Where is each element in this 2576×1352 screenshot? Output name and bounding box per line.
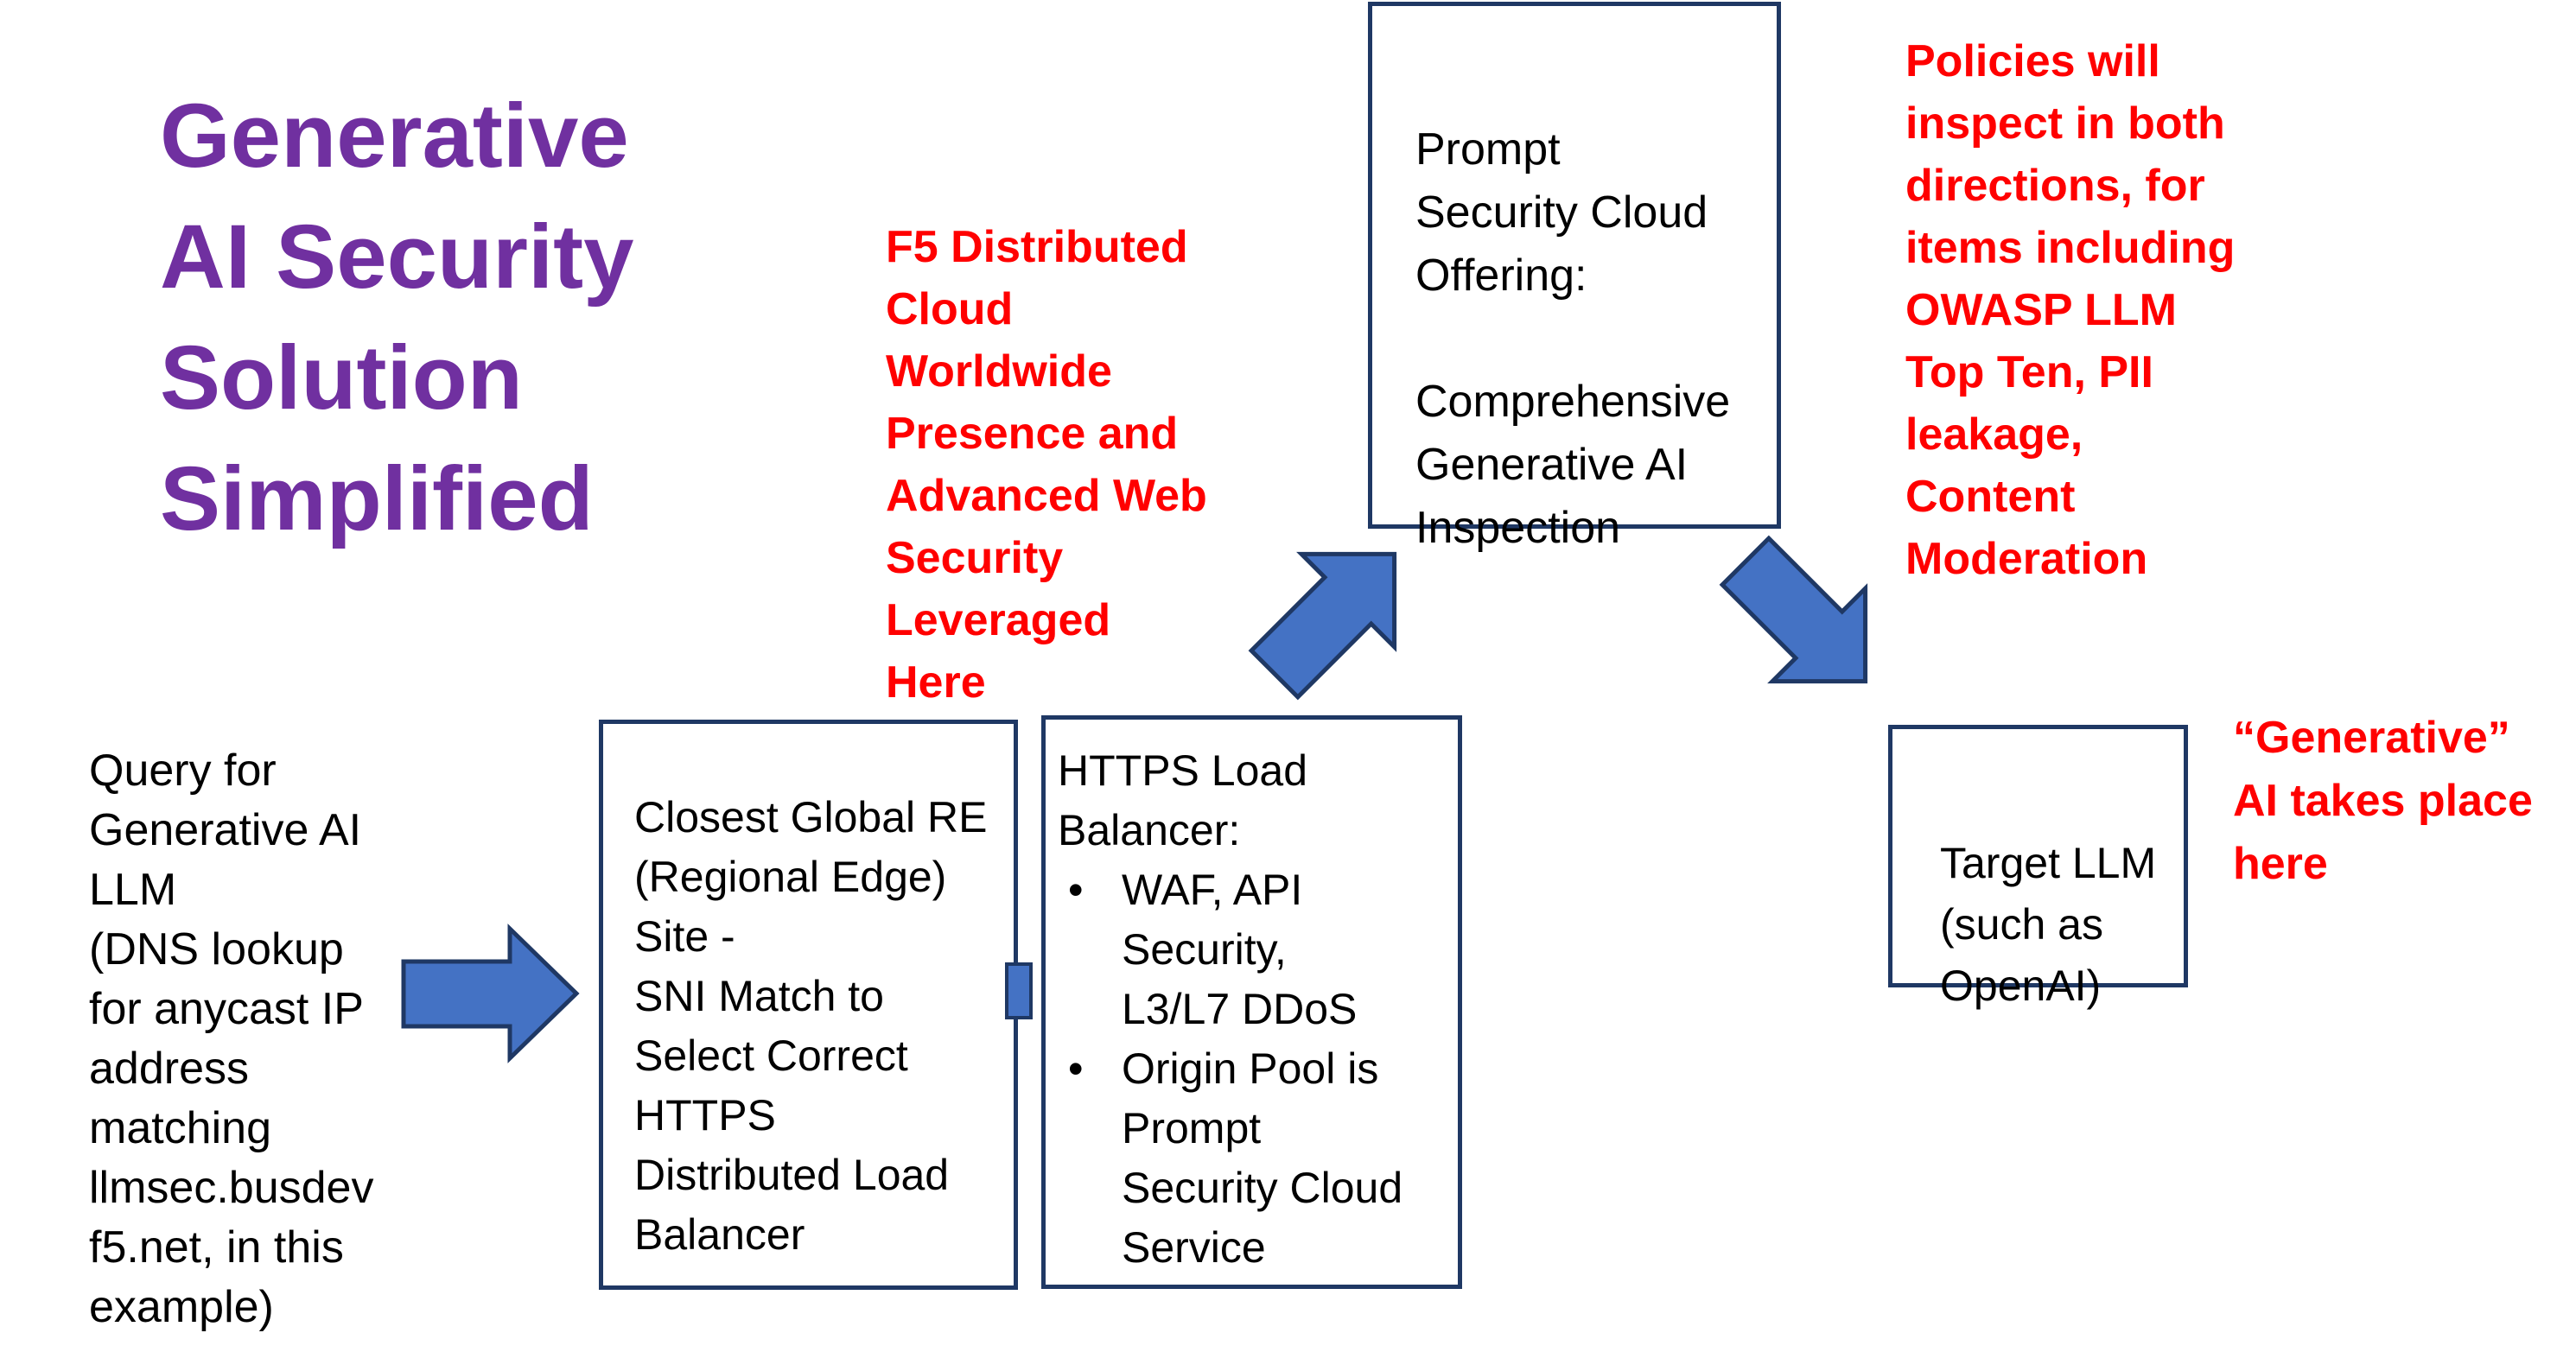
box-prompt-security-text: Prompt Security Cloud Offering: Comprehe…: [1415, 124, 1731, 553]
note-generative-takes-place-here: “Generative” AI takes place here: [2233, 713, 2533, 889]
https-lb-bullet-item: • Origin Pool is Prompt Security Cloud S…: [1058, 1039, 1449, 1278]
arrow-down-right-icon: [1719, 535, 1868, 684]
box-prompt-security-cloud: Prompt Security Cloud Offering: Comprehe…: [1368, 2, 1781, 553]
https-lb-heading: HTTPS Load Balancer:: [1058, 746, 1308, 854]
note-f5-distributed-cloud: F5 Distributed Cloud Worldwide Presence …: [886, 222, 1207, 708]
https-lb-bullet-list: • WAF, API Security, L3/L7 DDoS • Origin…: [1058, 860, 1449, 1278]
arrow-up-right-icon: [1248, 551, 1397, 701]
box-connector-rect: [1005, 962, 1033, 1019]
slide-title: Generative AI Security Solution Simplifi…: [160, 86, 634, 549]
note-query-for-llm: Query for Generative AI LLM (DNS lookup …: [89, 746, 374, 1332]
bullet-icon: •: [1068, 866, 1084, 914]
https-lb-bullet-text: Origin Pool is Prompt Security Cloud Ser…: [1122, 1044, 1403, 1272]
box-target-llm: Target LLM (such as OpenAI): [1888, 725, 2188, 1010]
bullet-icon: •: [1068, 1044, 1084, 1093]
https-lb-bullet-text: WAF, API Security, L3/L7 DDoS: [1122, 866, 1358, 1033]
box-closest-global-re: Closest Global RE (Regional Edge) Site -…: [599, 720, 1018, 1290]
box-target-llm-text: Target LLM (such as OpenAI): [1940, 839, 2157, 1010]
box-https-load-balancer: HTTPS Load Balancer: • WAF, API Security…: [1041, 715, 1462, 1289]
arrow-right-icon: [401, 924, 580, 1063]
box-closest-global-re-text: Closest Global RE (Regional Edge) Site -…: [634, 793, 988, 1259]
https-lb-bullet-item: • WAF, API Security, L3/L7 DDoS: [1058, 860, 1449, 1039]
note-policies-inspect: Policies will inspect in both directions…: [1905, 36, 2236, 584]
